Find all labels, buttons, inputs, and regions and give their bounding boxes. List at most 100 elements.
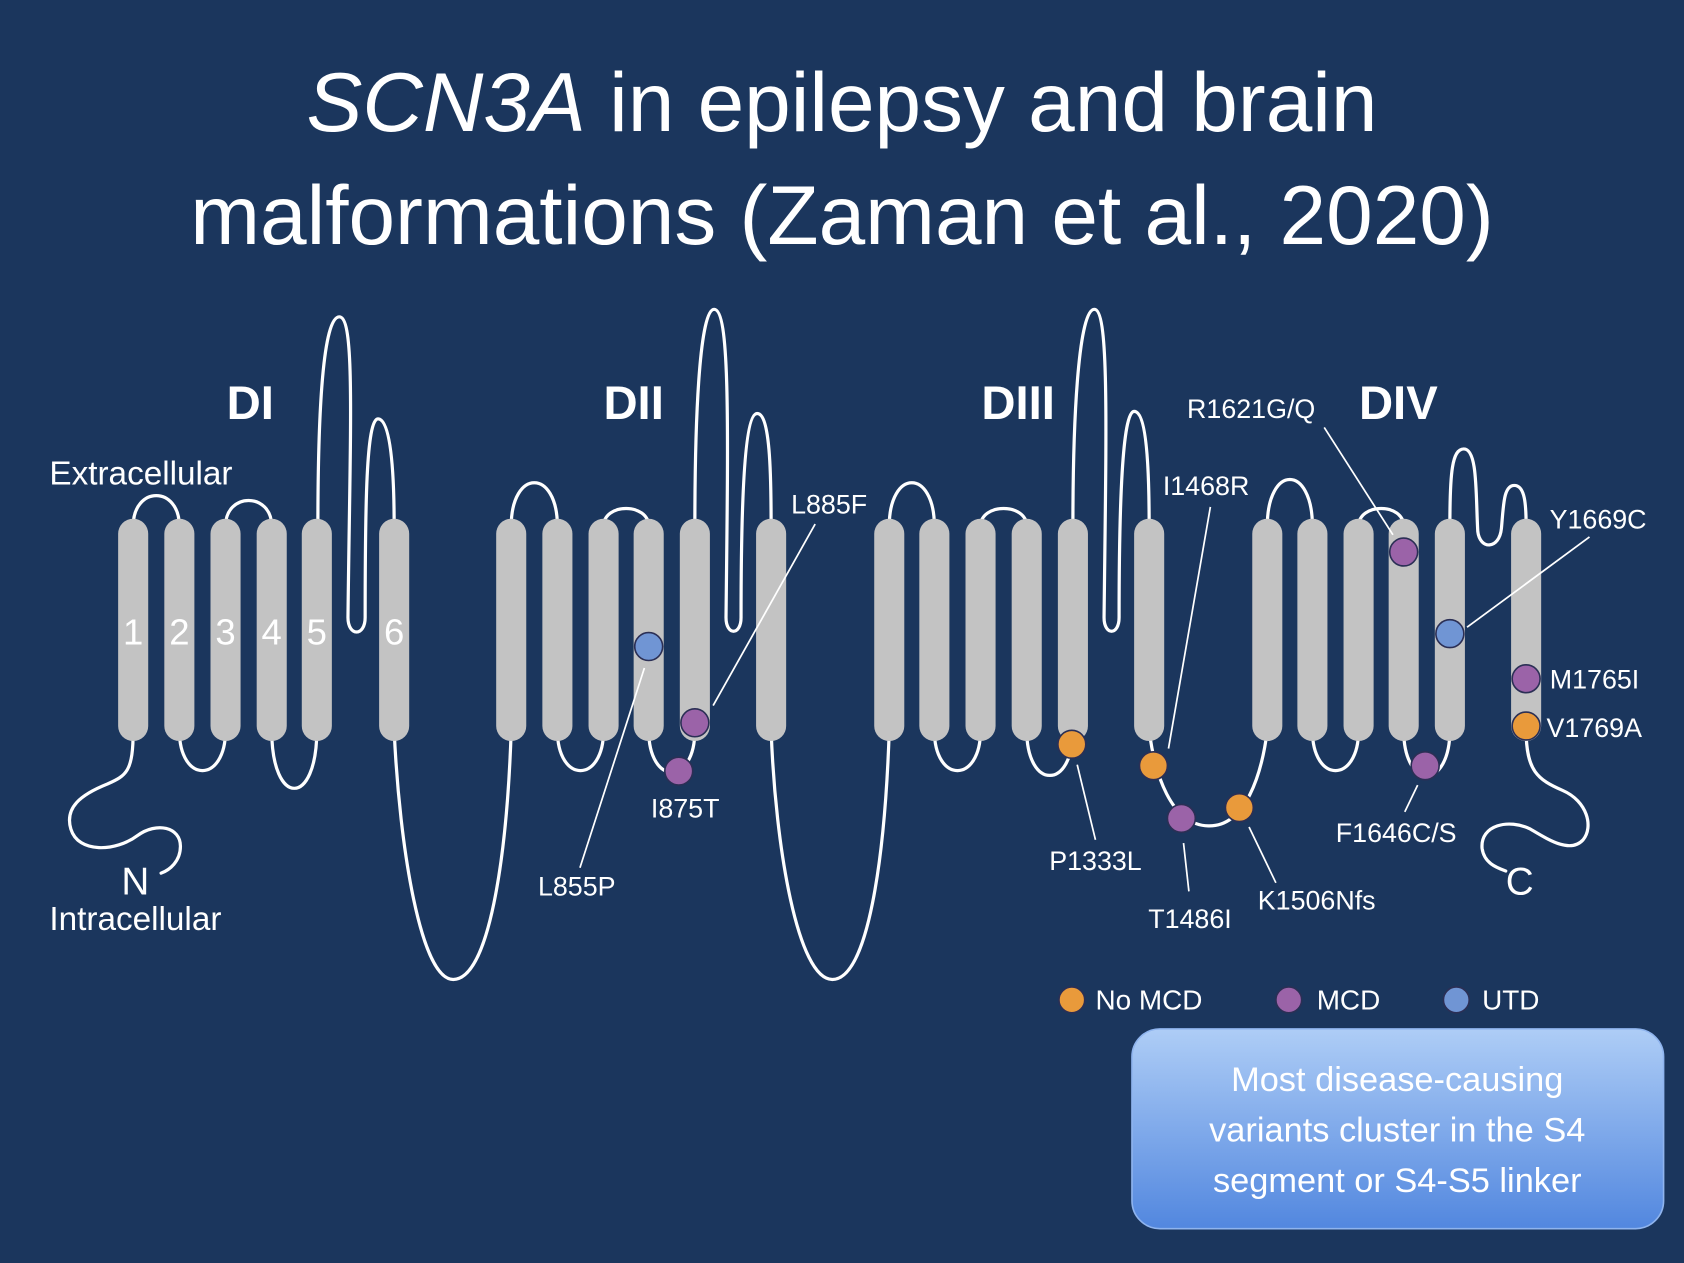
segment-d4-s4 [1388, 518, 1419, 742]
pore-loop-d4 [1448, 447, 1528, 547]
loop-d4-s1-s2 [1265, 477, 1315, 528]
loop-d2-s2-s3 [555, 728, 606, 772]
callout-background [1131, 1028, 1665, 1230]
segment-number: 5 [307, 611, 327, 652]
legend-swatch-mcd [1275, 986, 1303, 1014]
loop-d1-s3-s4 [223, 499, 274, 528]
loop-d3-s1-s2 [887, 481, 936, 528]
leader-line-l855p [579, 667, 646, 869]
segment-d1-s3 [210, 518, 241, 742]
legend-label-utd: UTD [1482, 985, 1539, 1016]
title-line-1: SCN3A in epilepsy and brain [307, 55, 1378, 149]
segment-d2-s2 [542, 518, 573, 742]
segment-d4-s2 [1297, 518, 1328, 742]
variant-dot-v1769a [1511, 711, 1541, 741]
loop-d1-s1-s2 [131, 494, 181, 528]
variant-dot-y1669c [1435, 618, 1465, 649]
leader-line-l885f [712, 523, 816, 707]
c-terminus-tail [1480, 728, 1590, 873]
loop-d1-s4-s5 [270, 728, 319, 790]
variant-dot-l855p [633, 631, 664, 662]
c-terminus-label: C [1506, 861, 1534, 904]
variant-dot-r1621gq [1388, 537, 1419, 567]
n-terminus-tail [67, 728, 183, 875]
domain-labels: DI DII DIII DIV [227, 377, 1439, 430]
callout-line-2: variants cluster in the S4 [1209, 1112, 1585, 1150]
segment-d3-s6 [1134, 518, 1165, 742]
segment-d1-s4 [256, 518, 287, 742]
domain-label-diii: DIII [981, 377, 1055, 430]
variant-label-l855p: L855P [538, 872, 616, 902]
variant-dot-f1646cs [1410, 750, 1440, 781]
variant-label-l885f: L885F [791, 489, 867, 519]
segment-numbers: 1 2 3 4 5 6 [123, 611, 404, 652]
segment-d1-s6 [379, 518, 410, 742]
segment-d2-s1 [496, 518, 527, 742]
variant-dot-t1486i [1166, 803, 1197, 834]
pore-loop-d1 [316, 315, 396, 634]
pore-loop-d3 [1071, 307, 1151, 633]
extracellular-label: Extracellular [49, 455, 232, 492]
legend-swatch-no-mcd [1058, 986, 1086, 1014]
variant-leader-lines [579, 426, 1590, 892]
variant-dot-p1333l [1057, 729, 1087, 760]
segment-d1-s2 [164, 518, 195, 742]
leader-line-y1669c [1466, 536, 1590, 628]
linker-d2-d3 [769, 728, 891, 982]
variant-labels: L855P L885F I875T P1333L I1468R T1486I K… [538, 394, 1647, 934]
variant-label-f1646cs: F1646C/S [1336, 818, 1457, 848]
channel-loops [67, 307, 1590, 982]
title-line-2: malformations (Zaman et al., 2020) [190, 168, 1494, 262]
intracellular-label: Intracellular [49, 901, 221, 938]
variant-dot-l885f [680, 708, 710, 738]
leader-line-f1646cs [1403, 784, 1419, 813]
leader-line-i1468r [1167, 506, 1212, 749]
segment-d4-s6 [1511, 518, 1542, 742]
domain-label-div: DIV [1359, 377, 1438, 430]
variant-label-m1765i: M1765I [1550, 664, 1639, 694]
segment-d2-s5 [679, 518, 710, 742]
segment-number: 6 [384, 611, 404, 652]
variant-dot-k1506nfs [1224, 792, 1255, 823]
leader-line-k1506nfs [1248, 826, 1277, 884]
pore-loop-d2 [693, 307, 773, 633]
slide-title: SCN3A in epilepsy and brain malformation… [190, 55, 1494, 262]
callout-box: Most disease-causing variants cluster in… [1131, 1028, 1665, 1230]
variant-label-i1468r: I1468R [1163, 471, 1250, 501]
segment-number: 2 [169, 611, 189, 652]
domain-label-dii: DII [603, 377, 663, 430]
loop-d1-s2-s3 [177, 728, 228, 772]
legend: No MCD MCD UTD [1058, 985, 1539, 1016]
segment-d1-s1 [118, 518, 149, 742]
segment-number: 1 [123, 611, 143, 652]
linker-d1-d2 [392, 728, 513, 982]
leader-line-t1486i [1182, 842, 1190, 892]
segment-d3-s4 [1011, 518, 1042, 742]
leader-line-p1333l [1076, 764, 1097, 841]
segment-d2-s3 [588, 518, 619, 742]
variant-dot-m1765i [1511, 663, 1541, 694]
segment-d3-s5 [1057, 518, 1088, 742]
leader-line-r1621gq [1323, 426, 1394, 536]
variant-dots [633, 537, 1541, 834]
domain-label-di: DI [227, 377, 274, 430]
segment-d2-s6 [756, 518, 787, 742]
legend-swatch-utd [1442, 986, 1471, 1014]
segment-d3-s3 [965, 518, 996, 742]
segment-d4-s1 [1252, 518, 1283, 742]
segment-number: 3 [215, 611, 235, 652]
loop-d3-s2-s3 [932, 728, 983, 772]
transmembrane-segments [118, 518, 1542, 742]
variant-label-i875t: I875T [651, 793, 720, 823]
callout-line-3: segment or S4-S5 linker [1213, 1162, 1582, 1200]
title-line-1-rest: in epilepsy and brain [586, 55, 1378, 149]
variant-label-v1769a: V1769A [1547, 713, 1643, 743]
segment-d3-s1 [874, 518, 905, 742]
variant-label-k1506nfs: K1506Nfs [1258, 886, 1376, 916]
title-gene-name: SCN3A [307, 55, 586, 149]
segment-d1-s5 [301, 518, 332, 742]
variant-dot-i1468r [1138, 750, 1169, 781]
variant-label-p1333l: P1333L [1049, 846, 1142, 876]
